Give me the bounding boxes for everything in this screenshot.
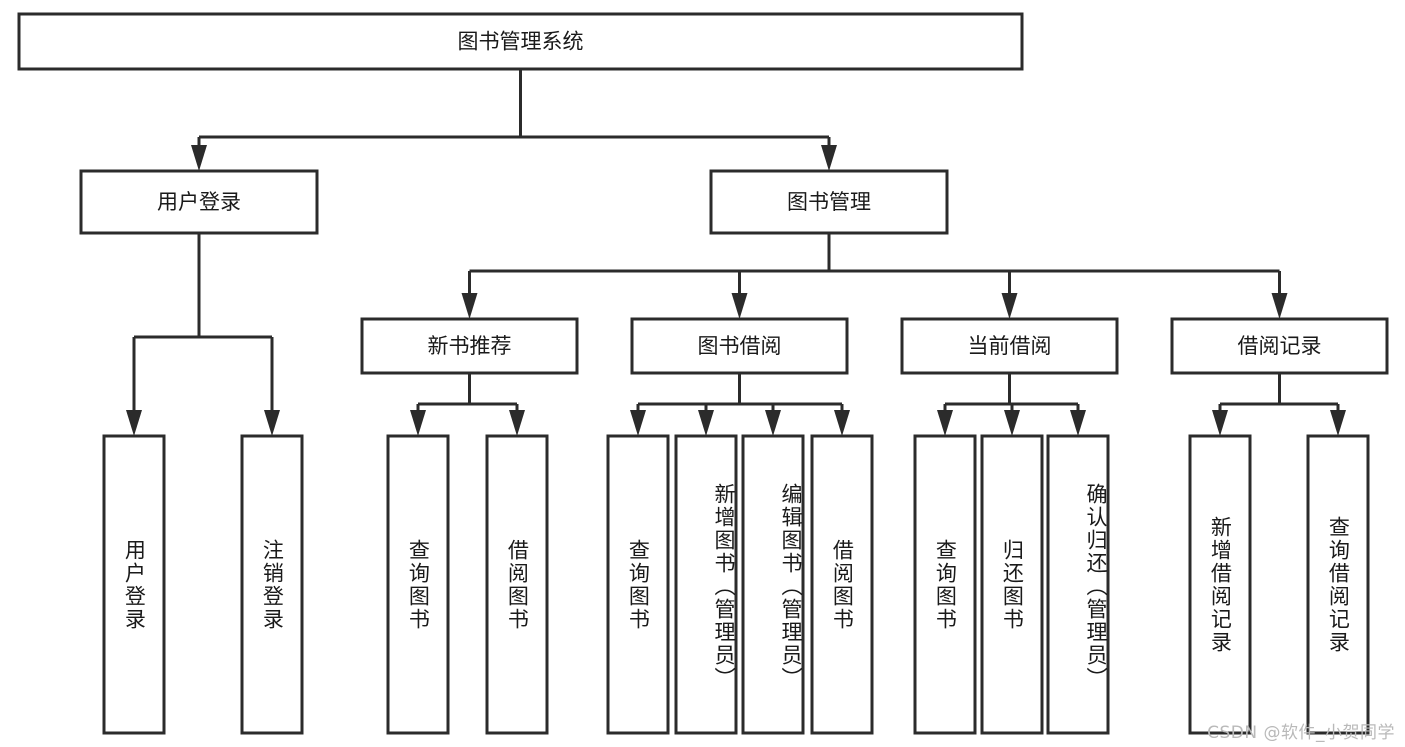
node-user-login-label: 用户登录 [157, 190, 241, 214]
node-new-book-recommend[interactable]: 新书推荐 [360, 317, 579, 375]
node-user-login[interactable]: 用户登录 [79, 169, 319, 235]
node-leaf-user-login-rect[interactable] [102, 434, 166, 735]
arrow-bm-to-book-borrow-head [731, 293, 748, 319]
node-new-book-recommend-rect[interactable] [360, 317, 579, 375]
node-leaf-query-book-2[interactable] [606, 434, 670, 735]
arrow-root-to-user-login-head [191, 145, 207, 171]
node-root-rect[interactable] [17, 12, 1024, 71]
node-leaf-add-borrow-record[interactable] [1188, 434, 1252, 735]
arrow-root-to-book-manage-head [821, 145, 837, 171]
node-leaf-borrow-book-1-rect[interactable] [485, 434, 549, 735]
arrow-new-book-recommend-to-leaf-query-book-1-head [410, 410, 426, 436]
node-leaf-borrow-book-2[interactable] [810, 434, 874, 735]
node-leaf-add-book-rect[interactable] [674, 434, 738, 735]
node-current-borrow-label: 当前借阅 [968, 334, 1052, 358]
node-leaf-query-book-3-rect[interactable] [913, 434, 977, 735]
node-book-manage[interactable]: 图书管理 [709, 169, 949, 235]
node-leaf-logout-login[interactable] [240, 434, 304, 735]
node-book-manage-rect[interactable] [709, 169, 949, 235]
node-borrow-record-rect[interactable] [1170, 317, 1389, 375]
node-leaf-add-borrow-record-rect[interactable] [1188, 434, 1252, 735]
arrow-bm-to-current-borrow-head [1001, 293, 1018, 319]
node-leaf-borrow-book-1[interactable] [485, 434, 549, 735]
node-leaf-query-borrow-record-rect[interactable] [1306, 434, 1370, 735]
node-borrow-record-label: 借阅记录 [1238, 334, 1322, 358]
node-leaf-user-login[interactable] [102, 434, 166, 735]
node-leaf-add-book[interactable] [674, 434, 738, 735]
node-leaf-edit-book[interactable] [741, 434, 805, 735]
node-root[interactable]: 图书管理系统 [17, 12, 1024, 71]
arrow-current-borrow-to-leaf-return-book-head [1004, 410, 1020, 436]
arrow-borrow-record-to-leaf-add-borrow-record-head [1212, 410, 1228, 436]
node-book-borrow-rect[interactable] [630, 317, 849, 375]
node-new-book-recommend-label: 新书推荐 [428, 334, 512, 358]
arrow-borrow-record-to-leaf-query-borrow-record-head [1330, 410, 1346, 436]
node-current-borrow[interactable]: 当前借阅 [900, 317, 1119, 375]
node-leaf-query-book-3[interactable] [913, 434, 977, 735]
node-leaf-query-borrow-record[interactable] [1306, 434, 1370, 735]
arrow-bm-to-new-book-recommend-head [461, 293, 478, 319]
arrow-user-login-to-leaf-logout-login-head [264, 410, 280, 436]
node-current-borrow-rect[interactable] [900, 317, 1119, 375]
node-leaf-confirm-return-rect[interactable] [1046, 434, 1110, 735]
arrow-bm-to-borrow-record-head [1271, 293, 1288, 319]
arrow-new-book-recommend-to-leaf-borrow-book-1-head [509, 410, 525, 436]
node-leaf-edit-book-rect[interactable] [741, 434, 805, 735]
node-leaf-logout-login-rect[interactable] [240, 434, 304, 735]
node-leaf-confirm-return[interactable] [1046, 434, 1110, 735]
node-leaf-return-book-rect[interactable] [980, 434, 1044, 735]
arrow-current-borrow-to-leaf-confirm-return-head [1070, 410, 1086, 436]
arrow-book-borrow-to-leaf-borrow-book-2-head [834, 410, 850, 436]
node-leaf-query-book-1-rect[interactable] [386, 434, 450, 735]
node-book-borrow[interactable]: 图书借阅 [630, 317, 849, 375]
watermark-text: CSDN @软件_小贺同学 [1207, 723, 1395, 743]
arrow-book-borrow-to-leaf-add-book-head [698, 410, 714, 436]
node-leaf-query-book-2-rect[interactable] [606, 434, 670, 735]
arrow-user-login-to-leaf-user-login-head [126, 410, 142, 436]
arrow-book-borrow-to-leaf-edit-book-head [765, 410, 781, 436]
node-leaf-borrow-book-2-rect[interactable] [810, 434, 874, 735]
node-root-label: 图书管理系统 [458, 30, 584, 54]
arrow-current-borrow-to-leaf-query-book-3-head [937, 410, 953, 436]
node-book-manage-label: 图书管理 [787, 190, 871, 214]
node-leaf-return-book[interactable] [980, 434, 1044, 735]
node-borrow-record[interactable]: 借阅记录 [1170, 317, 1389, 375]
connectors-layer [126, 69, 1346, 436]
node-user-login-rect[interactable] [79, 169, 319, 235]
node-book-borrow-label: 图书借阅 [698, 334, 782, 358]
node-leaf-query-book-1[interactable] [386, 434, 450, 735]
arrow-book-borrow-to-leaf-query-book-2-head [630, 410, 646, 436]
